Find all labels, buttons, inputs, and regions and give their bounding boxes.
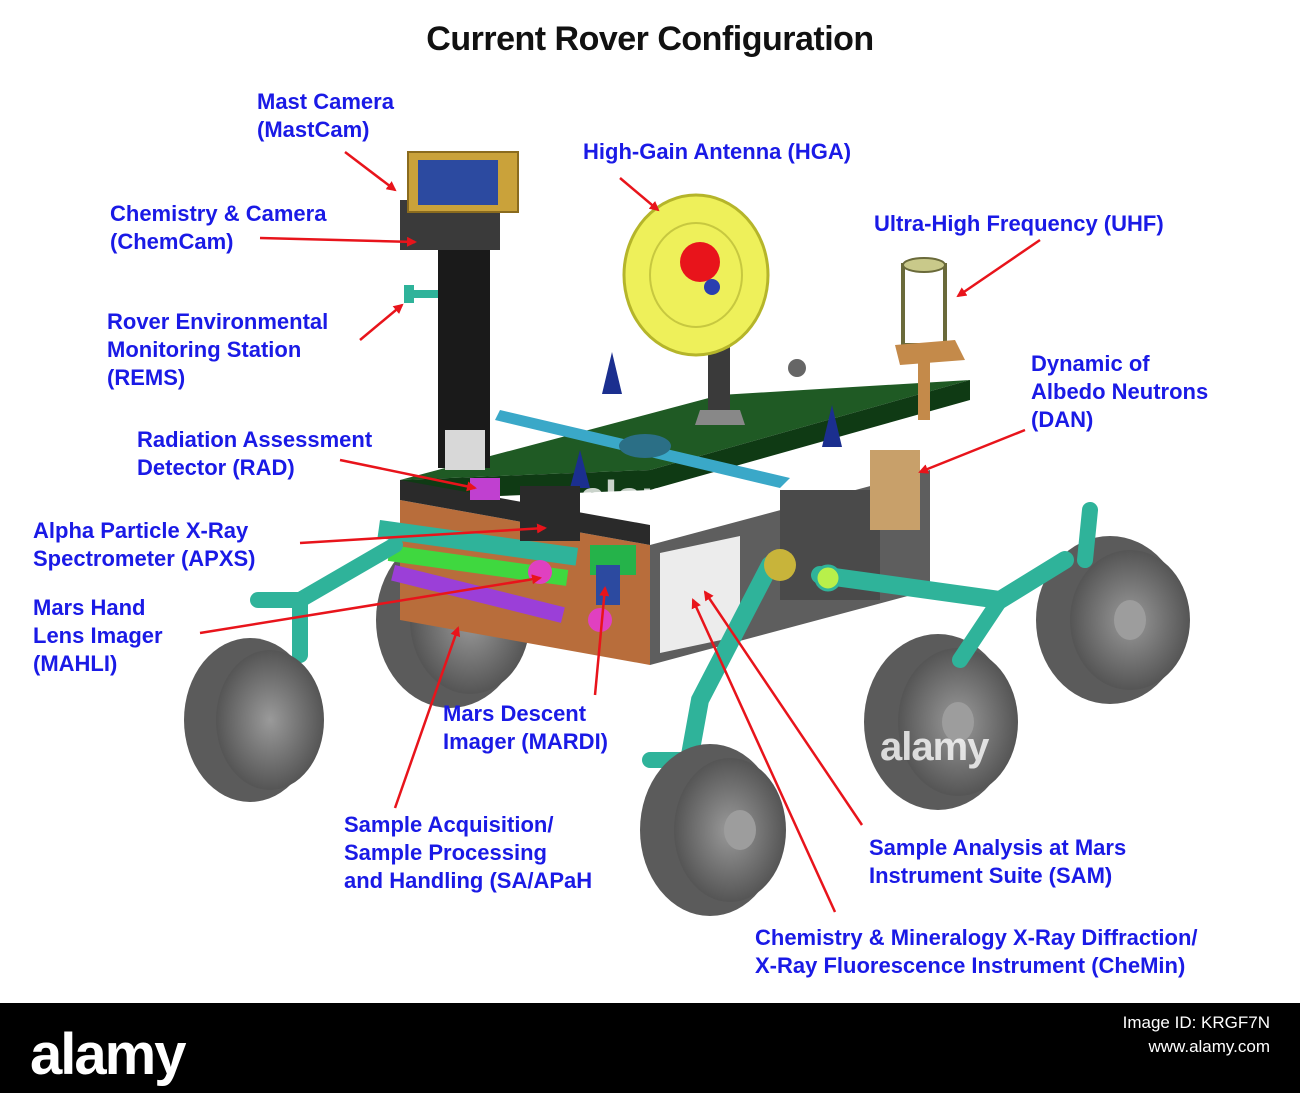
label-chemcam: Chemistry & Camera (ChemCam) <box>110 201 327 254</box>
label-rems: Rover Environmental Monitoring Station (… <box>107 309 329 390</box>
label-apxs: Alpha Particle X-Ray Spectrometer (APXS) <box>33 518 256 571</box>
watermark-center: alamy <box>580 471 706 523</box>
stock-image-id: Image ID: KRGF7N www.alamy.com <box>1123 1011 1270 1059</box>
label-mahli: Mars Hand Lens Imager (MAHLI) <box>33 595 163 676</box>
label-saspah: Sample Acquisition/ Sample Processing an… <box>344 812 593 893</box>
diagram-title: Current Rover Configuration <box>426 20 874 58</box>
label-uhf: Ultra-High Frequency (UHF) <box>874 211 1164 236</box>
stock-logo: alamy <box>30 1022 186 1087</box>
label-hga: High-Gain Antenna (HGA) <box>583 139 852 164</box>
label-chemin: Chemistry & Mineralogy X-Ray Diffraction… <box>755 925 1198 978</box>
wheel-middle-left <box>640 744 786 916</box>
label-dan: Dynamic of Albedo Neutrons (DAN) <box>1031 351 1209 432</box>
dan-unit <box>870 450 920 530</box>
label-mastcam: Mast Camera (MastCam) <box>257 89 394 142</box>
label-sam: Sample Analysis at Mars Instrument Suite… <box>869 835 1127 888</box>
deck-truss <box>495 410 790 488</box>
label-rad: Radiation Assessment Detector (RAD) <box>137 427 373 480</box>
robotic-arm <box>377 478 636 632</box>
wheel-middle-right <box>864 634 1018 810</box>
wheel-front-left <box>184 638 324 802</box>
leader-arrows <box>199 151 1041 913</box>
stock-site-line: www.alamy.com <box>1148 1037 1270 1056</box>
label-mardi: Mars Descent Imager (MARDI) <box>443 701 609 754</box>
stock-footer-bar: alamy Image ID: KRGF7N www.alamy.com <box>0 1003 1300 1093</box>
wheel-rear-right <box>1036 536 1190 704</box>
stock-image-id-line: Image ID: KRGF7N <box>1122 1013 1270 1032</box>
high-gain-antenna <box>622 193 770 425</box>
watermark-lower: alamy <box>880 725 989 769</box>
rover-mast <box>400 151 519 470</box>
uhf-antenna <box>895 257 965 420</box>
rems-boom <box>404 285 438 303</box>
rover-illustration <box>184 151 1190 916</box>
